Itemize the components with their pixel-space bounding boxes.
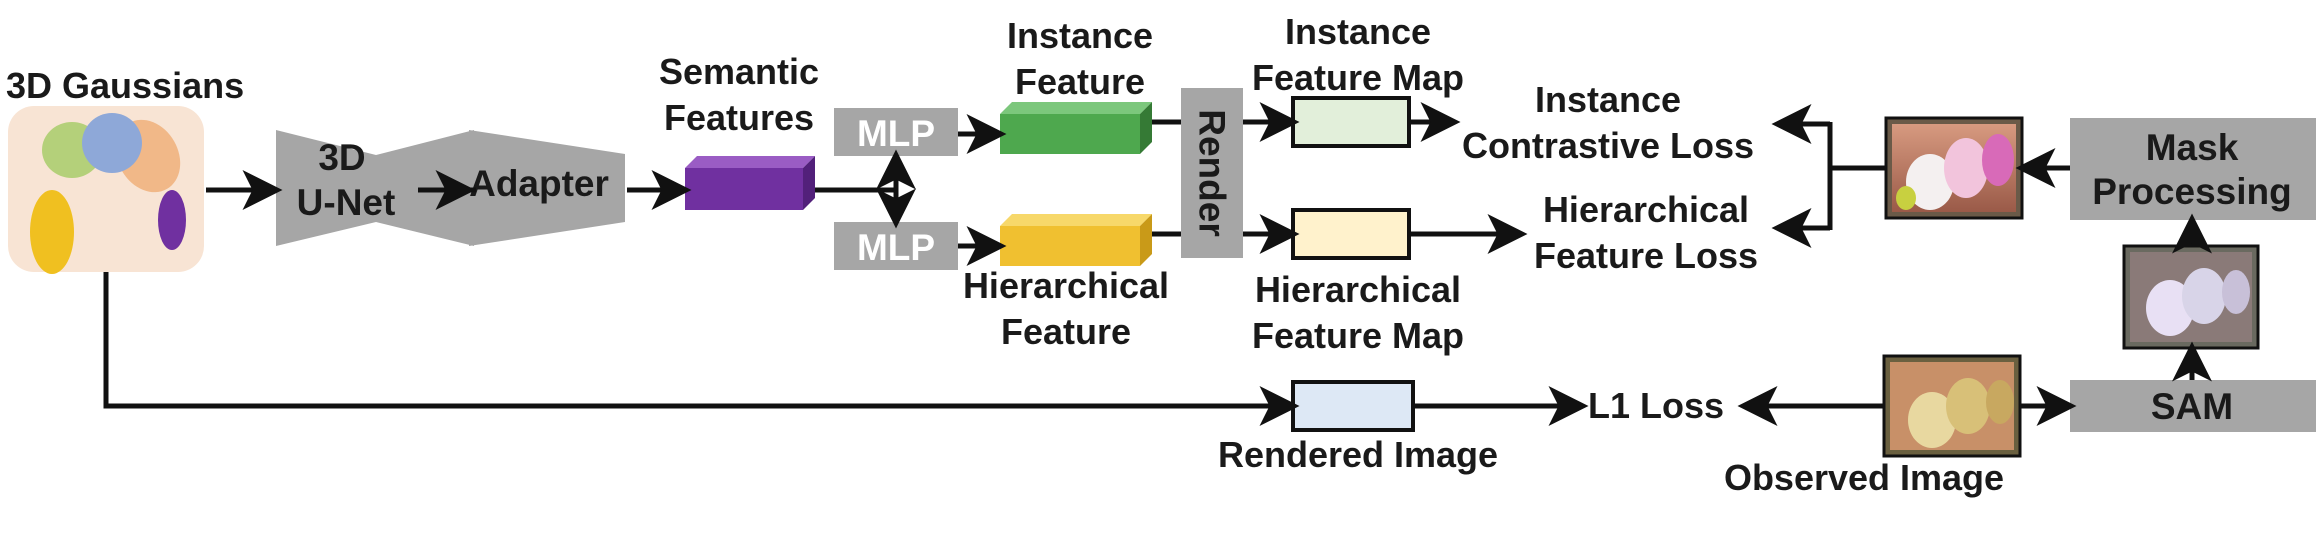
- mask-processing-label-line2: Processing: [2092, 171, 2291, 212]
- l1-loss-label: L1 Loss: [1588, 385, 1724, 426]
- unet-label-line2: U-Net: [297, 182, 396, 223]
- gaussians-label: 3D Gaussians: [6, 65, 244, 106]
- mlp-bottom-block: [834, 222, 958, 270]
- instance-feature-cube: [1000, 102, 1152, 154]
- hierarchical-map-label-line1: Hierarchical: [1255, 269, 1461, 310]
- render-label: Render: [1192, 109, 1233, 236]
- instance-loss-label-line2: Contrastive Loss: [1462, 125, 1754, 166]
- instance-map-label-line2: Feature Map: [1252, 57, 1464, 98]
- semantic-label-line1: Semantic: [659, 51, 819, 92]
- semantic-label-line2: Features: [664, 97, 814, 138]
- instance-feature-map: [1291, 96, 1411, 148]
- mlp-top-block: [834, 108, 958, 156]
- hierarchical-feature-label-line1: Hierarchical: [963, 265, 1169, 306]
- mlp-bottom-label: MLP: [857, 227, 935, 268]
- observed-image-thumbnail: [1882, 354, 2022, 458]
- hierarchical-loss-label-line2: Feature Loss: [1534, 235, 1758, 276]
- hierarchical-loss-label-line1: Hierarchical: [1543, 189, 1749, 230]
- semantic-features-cube: [685, 156, 815, 210]
- hierarchical-feature-map: [1291, 208, 1411, 260]
- sam-output-thumbnail: [2122, 244, 2260, 350]
- rendered-image-label: Rendered Image: [1218, 434, 1498, 475]
- gaussians-thumbnail: [8, 106, 204, 274]
- masked-image-thumbnail: [1884, 116, 2024, 220]
- instance-map-label-line1: Instance: [1285, 11, 1431, 52]
- adapter-label: Adapter: [469, 163, 609, 204]
- instance-loss-label-line1: Instance: [1535, 79, 1681, 120]
- mask-processing-label-line1: Mask: [2146, 127, 2239, 168]
- sam-block: [2070, 380, 2316, 432]
- hierarchical-feature-label-line2: Feature: [1001, 311, 1131, 352]
- sam-label: SAM: [2151, 386, 2233, 427]
- hierarchical-map-label-line2: Feature Map: [1252, 315, 1464, 356]
- observed-image-label: Observed Image: [1724, 457, 2004, 498]
- rendered-image-box: [1291, 380, 1415, 432]
- adapter-block: [469, 130, 625, 246]
- instance-feature-label-line1: Instance: [1007, 15, 1153, 56]
- hierarchical-feature-cube: [1000, 214, 1152, 266]
- instance-feature-label-line2: Feature: [1015, 61, 1145, 102]
- connectors: [103, 102, 2212, 426]
- render-block: [1181, 88, 1243, 258]
- unet-block: [276, 130, 474, 246]
- mask-processing-block: [2070, 118, 2316, 220]
- mlp-top-label: MLP: [857, 113, 935, 154]
- unet-label-line1: 3D: [318, 137, 365, 178]
- arrow-gaussians-to-rendered: [103, 272, 1300, 426]
